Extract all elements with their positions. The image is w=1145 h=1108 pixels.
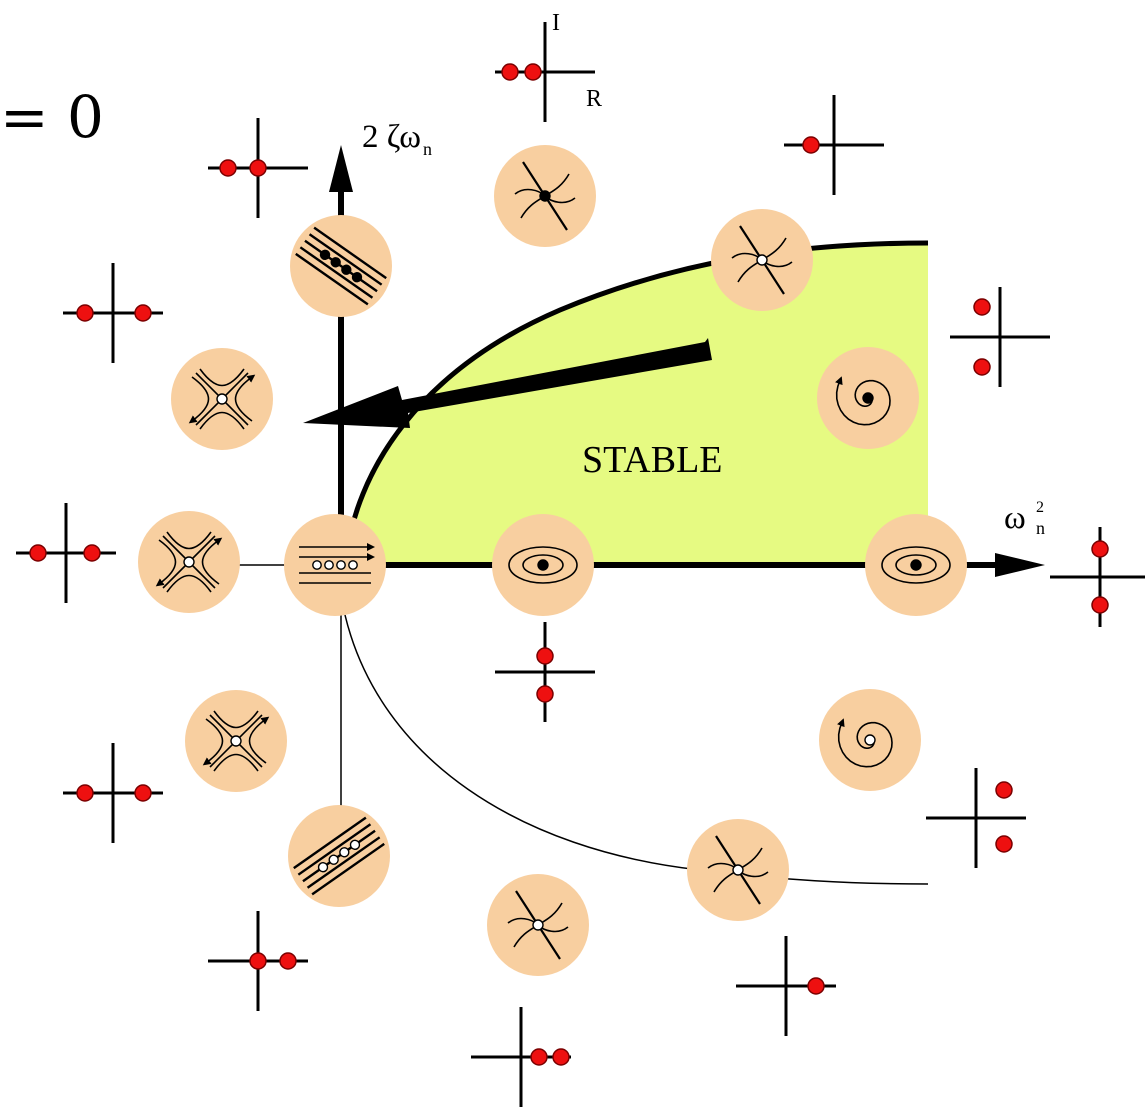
equilibrium-point [532,919,544,931]
pole-marker [995,781,1013,799]
equilibrium-point [537,559,549,571]
pole-marker [995,835,1013,853]
pole-marker [536,685,554,703]
equilibrium-point [183,556,195,568]
x-axis-label-sub: n [1036,518,1045,538]
trend-arrow [303,338,712,428]
phase-portrait-saddle-upper-left [171,348,273,450]
pole-marker [530,1048,548,1066]
pole-marker [1091,540,1109,558]
phase-portrait-stable-node-boundary [711,209,813,311]
pole-diagram-real-right-single [736,936,836,1036]
pole-diagram-real-straddle-upper [63,263,163,363]
equation-fragment: = 0 [0,83,104,151]
equilibrium-point [910,559,922,571]
pole-marker [134,304,152,322]
pole-diagram-real-straddle-left [16,503,116,603]
imag-axis-label: I [552,10,560,36]
equilibrium-point [539,190,551,202]
pole-diagram-imag-pair-axis-right [495,622,595,722]
pole-marker [973,298,991,316]
pole-marker [536,647,554,665]
pole-diagrams [16,22,1145,1107]
real-axis-label: R [586,86,602,112]
pole-marker [219,159,237,177]
equilibrium-point [756,254,768,266]
stable-region [345,243,928,565]
portrait-disc [284,514,386,616]
pole-marker [1091,596,1109,614]
pole-diagram-real-left-pair [208,118,308,218]
pole-marker [973,358,991,376]
pole-marker [279,952,297,970]
equilibrium-point [216,393,228,405]
phase-portrait-unstable-node-lower [487,874,589,976]
pole-marker [249,159,267,177]
pole-marker [501,63,519,81]
x-axis-label: ω [1004,500,1026,536]
phase-portrait-stable-focus [817,347,919,449]
phase-portrait-saddle-lower-left [185,690,287,792]
x-axis-arrowhead [995,553,1045,577]
pole-diagram-imag-pair-center [784,95,884,195]
y-axis-arrowhead [329,145,353,192]
pole-marker [802,136,820,154]
phase-portraits [138,145,967,976]
phase-portrait-center-axis-mid [492,514,594,616]
pole-marker [76,304,94,322]
stable-region-label: STABLE [582,439,723,481]
phase-portrait-degenerate-node-stable-line [290,215,392,317]
equilibrium-point [864,734,876,746]
pole-marker [83,544,101,562]
pole-diagram-complex-right [950,287,1050,387]
pole-marker [134,784,152,802]
phase-portrait-center-axis-right [865,514,967,616]
pole-marker [524,63,542,81]
phase-portrait-degenerate-node-unstable-line [288,805,390,907]
pole-marker [76,784,94,802]
phase-portrait-unstable-node-boundary [687,819,789,921]
pole-marker [807,977,825,995]
pole-marker [249,952,267,970]
pole-diagram-real-left-single [926,768,1026,868]
pole-diagram-real-left-pair-lower [208,911,308,1011]
x-axis-label-sup: 2 [1036,499,1044,516]
phase-portrait-unstable-focus [819,689,921,791]
phase-portrait-saddle-left [138,511,240,613]
pole-marker [29,544,47,562]
equilibrium-point [230,735,242,747]
equilibrium-point [862,392,874,404]
pole-diagram-real-right-pair-bottom [471,1007,571,1107]
pole-diagram-real-straddle-lower [63,743,163,843]
unstable-boundary-curve [344,614,929,885]
pole-diagram-complex-left [1050,527,1145,627]
pole-marker [552,1048,570,1066]
phase-portrait-degenerate-line-origin [284,514,386,616]
phase-portrait-stable-node-upper [494,145,596,247]
pole-diagram-real-left-double-top [495,22,595,122]
equilibrium-point [732,864,744,876]
